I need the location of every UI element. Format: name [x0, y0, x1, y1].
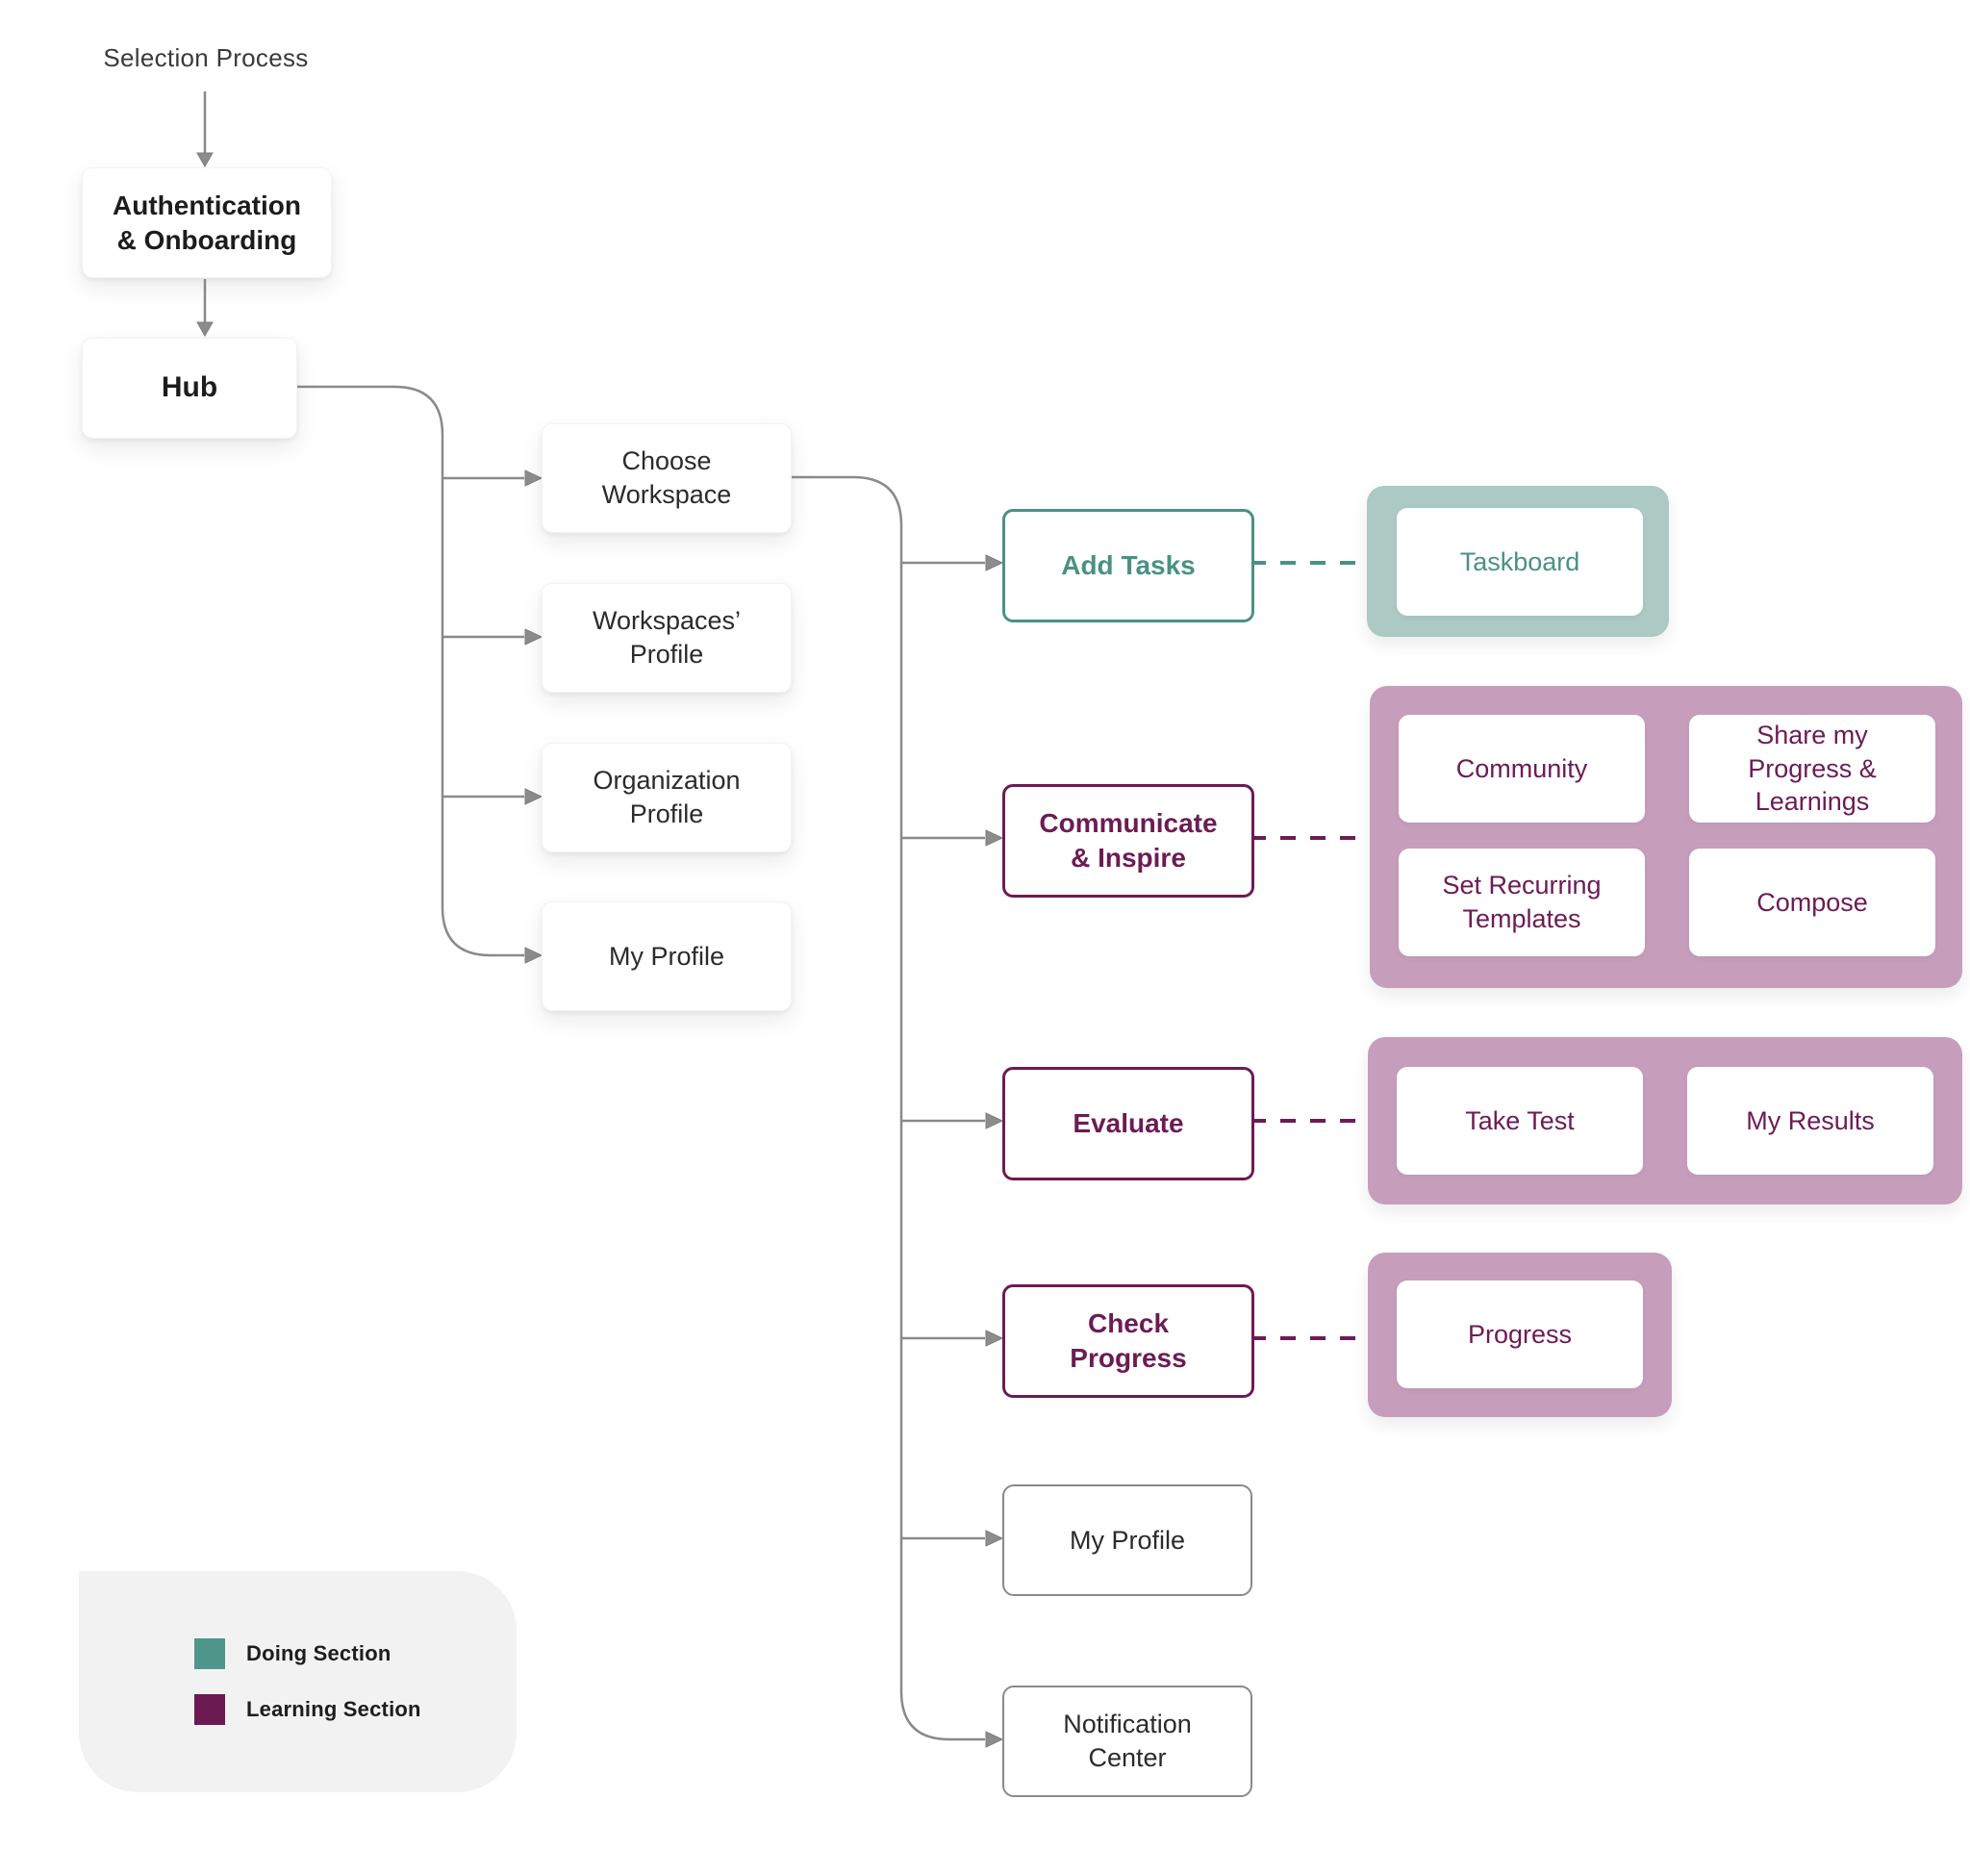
doing-section-swatch [194, 1638, 225, 1669]
arrowhead-my-profile-2 [985, 1530, 1004, 1547]
legend-label: Learning Section [246, 1697, 421, 1721]
node-communicate-inspire[interactable]: Communicate & Inspire [1002, 784, 1254, 898]
node-label: Authentication & Onboarding [113, 190, 301, 255]
learning-section-swatch [194, 1694, 225, 1725]
node-hub[interactable]: Hub [82, 338, 297, 439]
connector-hub-trunk [295, 385, 524, 957]
arrowhead-my-profile [524, 947, 543, 964]
node-label: Set Recurring Templates [1442, 871, 1602, 933]
node-taskboard[interactable]: Taskboard [1397, 508, 1643, 616]
flow-start-label: Selection Process [82, 40, 330, 75]
node-label: Add Tasks [1061, 550, 1196, 581]
node-share-progress-learnings[interactable]: Share my Progress & Learnings [1689, 715, 1935, 823]
node-add-tasks[interactable]: Add Tasks [1002, 509, 1254, 622]
group-check-progress: Progress [1368, 1253, 1672, 1417]
arrowhead-communicate [985, 829, 1004, 847]
node-progress[interactable]: Progress [1397, 1280, 1643, 1388]
node-label: Share my Progress & Learnings [1748, 721, 1877, 817]
arrowhead-evaluate [985, 1112, 1004, 1129]
arrowhead-choose-workspace [524, 469, 543, 487]
legend-item-doing: Doing Section [194, 1638, 391, 1669]
node-label: Take Test [1465, 1105, 1575, 1135]
node-notification-center[interactable]: Notification Center [1002, 1686, 1252, 1797]
node-label: My Results [1746, 1105, 1875, 1135]
node-set-recurring-templates[interactable]: Set Recurring Templates [1399, 849, 1645, 956]
arrowhead-add-tasks [985, 554, 1004, 571]
node-label: My Profile [1069, 1525, 1186, 1555]
arrowhead-check-progress [985, 1330, 1004, 1347]
node-label: Communicate & Inspire [1039, 808, 1218, 873]
node-organization-profile[interactable]: Organization Profile [542, 743, 792, 852]
arrowhead-hub [196, 321, 214, 338]
arrowhead-organization-profile [524, 788, 543, 805]
node-label: Progress [1467, 1319, 1573, 1349]
legend: Doing Section Learning Section [79, 1571, 517, 1792]
legend-item-learning: Learning Section [194, 1694, 421, 1725]
connector-workspace-trunk [790, 475, 985, 1741]
node-label: Check Progress [1070, 1308, 1187, 1373]
node-label: Hub [161, 371, 218, 404]
legend-label: Doing Section [246, 1641, 391, 1665]
node-label: Compose [1756, 887, 1868, 917]
node-label: Organization Profile [593, 766, 741, 828]
node-my-profile-2[interactable]: My Profile [1002, 1484, 1252, 1596]
node-label: My Profile [608, 941, 725, 971]
arrowhead-notification-center [985, 1731, 1004, 1748]
node-my-results[interactable]: My Results [1687, 1067, 1933, 1175]
node-authentication-onboarding[interactable]: Authentication & Onboarding [82, 167, 332, 278]
node-label: Evaluate [1073, 1108, 1184, 1139]
node-workspaces-profile[interactable]: Workspaces’ Profile [542, 583, 792, 693]
node-check-progress[interactable]: Check Progress [1002, 1284, 1254, 1398]
node-compose[interactable]: Compose [1689, 849, 1935, 956]
node-label: Community [1455, 753, 1588, 783]
node-choose-workspace[interactable]: Choose Workspace [542, 423, 792, 533]
node-label: Notification Center [1063, 1710, 1192, 1772]
node-my-profile[interactable]: My Profile [542, 901, 792, 1011]
node-evaluate[interactable]: Evaluate [1002, 1067, 1254, 1180]
node-community[interactable]: Community [1399, 715, 1645, 823]
arrowhead-workspaces-profile [524, 628, 543, 646]
node-label: Choose Workspace [601, 446, 732, 509]
node-take-test[interactable]: Take Test [1397, 1067, 1643, 1175]
node-label: Workspaces’ Profile [592, 606, 742, 669]
group-evaluate: Take Test My Results [1368, 1037, 1962, 1204]
group-communicate-inspire: Community Share my Progress & Learnings … [1370, 686, 1962, 988]
arrowhead-auth [196, 152, 214, 168]
node-label: Taskboard [1459, 546, 1580, 576]
group-taskboard: Taskboard [1367, 486, 1669, 637]
flow-start-text: Selection Process [103, 42, 309, 72]
